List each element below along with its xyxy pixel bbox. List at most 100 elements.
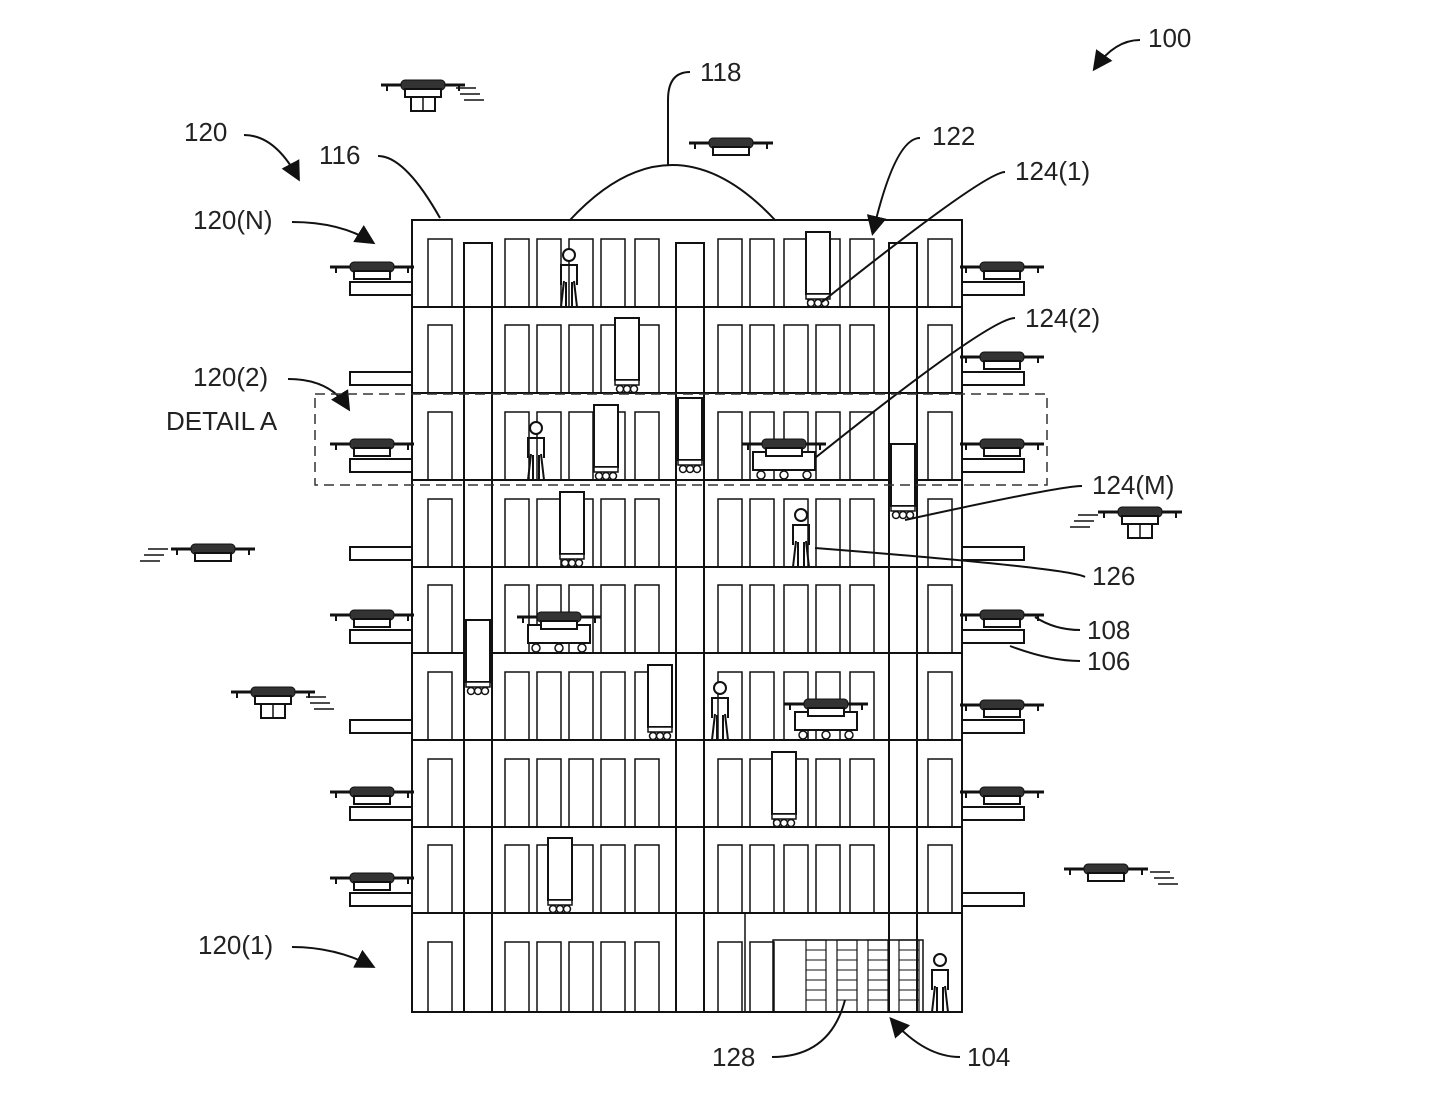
detail-a-box bbox=[314, 393, 1048, 486]
building bbox=[411, 164, 963, 1013]
window bbox=[427, 498, 453, 568]
window bbox=[815, 324, 841, 394]
window bbox=[634, 238, 660, 308]
person bbox=[711, 681, 729, 741]
landing-platform bbox=[349, 806, 413, 821]
robot-wheel bbox=[806, 298, 816, 308]
drone bbox=[330, 261, 414, 280]
cart-wheel bbox=[554, 643, 564, 653]
window bbox=[927, 498, 953, 568]
leader-122 bbox=[866, 137, 921, 236]
window bbox=[783, 584, 809, 654]
robot-body bbox=[614, 317, 640, 381]
drone bbox=[960, 261, 1044, 280]
leader-124-1 bbox=[821, 171, 1006, 303]
drone-body bbox=[194, 552, 232, 562]
cart-wheel bbox=[844, 730, 854, 740]
window bbox=[849, 238, 875, 308]
leader-120 bbox=[243, 134, 300, 182]
person bbox=[931, 953, 949, 1013]
vertical-shaft bbox=[888, 242, 918, 1013]
person-body bbox=[792, 524, 810, 568]
robot-wheel bbox=[786, 818, 796, 828]
window bbox=[849, 844, 875, 914]
window bbox=[536, 324, 562, 394]
window bbox=[504, 844, 530, 914]
landing-platform bbox=[349, 281, 413, 296]
storage-rack bbox=[867, 939, 889, 1013]
building-outline bbox=[411, 219, 963, 1013]
storage-rack bbox=[836, 939, 858, 1013]
robot-wheel bbox=[772, 818, 782, 828]
robot-wheel bbox=[898, 510, 908, 520]
drone-body bbox=[353, 618, 391, 628]
window bbox=[927, 411, 953, 481]
drone-body bbox=[807, 707, 845, 717]
robot bbox=[547, 837, 573, 914]
window bbox=[634, 941, 660, 1013]
window bbox=[504, 941, 530, 1013]
label-100: 100 bbox=[1148, 23, 1191, 53]
window bbox=[815, 498, 841, 568]
label-126: 126 bbox=[1092, 561, 1135, 591]
robot-wheel bbox=[648, 731, 658, 741]
label-116: 116 bbox=[319, 140, 360, 170]
window bbox=[717, 671, 743, 741]
window bbox=[568, 758, 594, 828]
robot-body bbox=[890, 443, 916, 507]
window bbox=[427, 324, 453, 394]
window bbox=[849, 498, 875, 568]
window bbox=[634, 498, 660, 568]
drone-body bbox=[712, 146, 750, 156]
window bbox=[504, 411, 530, 481]
leader-100 bbox=[1092, 39, 1141, 72]
robot bbox=[614, 317, 640, 394]
window bbox=[927, 844, 953, 914]
robot-wheel bbox=[567, 558, 577, 568]
landing-platform bbox=[961, 719, 1025, 734]
drone-body bbox=[1087, 872, 1125, 882]
robot-wheel bbox=[555, 904, 565, 914]
robot-wheel bbox=[891, 510, 901, 520]
window bbox=[568, 324, 594, 394]
window bbox=[717, 324, 743, 394]
drone-body bbox=[983, 618, 1021, 628]
person-body bbox=[931, 969, 949, 1013]
window bbox=[749, 584, 775, 654]
window bbox=[717, 411, 743, 481]
window bbox=[749, 844, 775, 914]
robot-body bbox=[465, 619, 491, 683]
cart-wheel bbox=[779, 470, 789, 480]
drone-body bbox=[983, 708, 1021, 718]
robot bbox=[465, 619, 491, 696]
window bbox=[600, 941, 626, 1013]
window bbox=[536, 411, 562, 481]
window bbox=[536, 498, 562, 568]
cart-wheel bbox=[798, 730, 808, 740]
robot-base bbox=[593, 466, 619, 473]
window bbox=[749, 758, 775, 828]
window bbox=[749, 671, 775, 741]
window bbox=[849, 411, 875, 481]
window bbox=[783, 844, 809, 914]
window bbox=[600, 584, 626, 654]
window bbox=[427, 584, 453, 654]
window bbox=[536, 758, 562, 828]
window bbox=[504, 671, 530, 741]
label-124-1: 124(1) bbox=[1015, 156, 1090, 186]
robot-wheel bbox=[813, 298, 823, 308]
robot-base bbox=[677, 459, 703, 466]
landing-platform bbox=[961, 806, 1025, 821]
robot bbox=[771, 751, 797, 828]
robot-wheel bbox=[601, 471, 611, 481]
cart-wheel bbox=[577, 643, 587, 653]
robot-base bbox=[547, 899, 573, 906]
leader-120-2 bbox=[287, 378, 351, 412]
window bbox=[568, 238, 594, 308]
window bbox=[749, 941, 775, 1013]
leader-124-m bbox=[904, 485, 1083, 521]
window bbox=[634, 758, 660, 828]
leader-128 bbox=[771, 999, 846, 1058]
window bbox=[504, 758, 530, 828]
label-122: 122 bbox=[932, 121, 975, 151]
